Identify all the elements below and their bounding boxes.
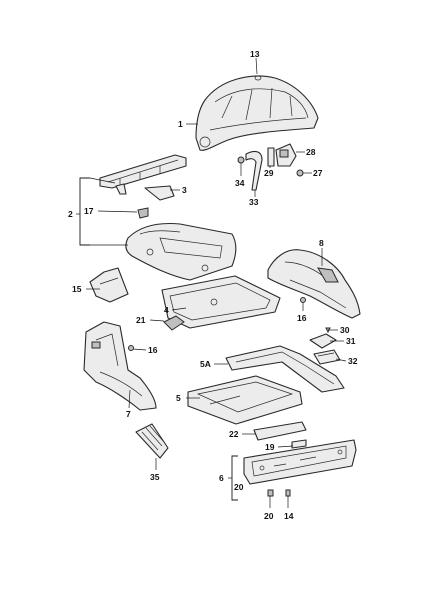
callout-33: 33 — [249, 197, 259, 207]
callout-16-right: 16 — [297, 313, 307, 323]
cover-31 — [309, 333, 337, 349]
callout-17: 17 — [84, 206, 94, 216]
callout-22: 22 — [229, 429, 239, 439]
callout-8: 8 — [319, 238, 324, 248]
clip-20-bottom — [267, 489, 274, 497]
clip-17 — [137, 207, 149, 219]
callout-13: 13 — [250, 49, 260, 59]
support-rail — [225, 345, 345, 393]
floor-panel — [187, 375, 303, 425]
pad-21 — [163, 315, 185, 331]
callout-31: 31 — [346, 336, 356, 346]
callout-2: 2 — [68, 209, 73, 219]
callout-21: 21 — [136, 315, 146, 325]
callout-3: 3 — [182, 185, 187, 195]
callout-20-bottom: 20 — [264, 511, 274, 521]
clip-19 — [291, 439, 307, 449]
callout-7: 7 — [126, 409, 131, 419]
callout-labels: 13 1 28 29 27 34 33 3 2 17 8 15 4 16 21 … — [68, 49, 358, 521]
strap-33 — [245, 150, 263, 191]
latch-bracket — [275, 143, 297, 167]
callout-15: 15 — [72, 284, 82, 294]
bracket-group-2 — [79, 177, 90, 246]
clip-27 — [296, 169, 304, 177]
callout-35: 35 — [150, 472, 160, 482]
clip-34 — [237, 156, 245, 164]
bracket-group-6 — [231, 455, 238, 501]
callout-5: 5 — [176, 393, 181, 403]
cover-3 — [144, 185, 175, 201]
rear-trim-panel — [243, 439, 357, 485]
clip-14 — [285, 489, 291, 497]
callout-29: 29 — [264, 168, 274, 178]
callout-34: 34 — [235, 178, 245, 188]
clip-29 — [267, 147, 275, 167]
clip-16-right — [300, 297, 306, 303]
rear-shelf-panel — [125, 222, 237, 281]
trunk-lid-liner — [195, 75, 319, 151]
cover-15 — [89, 267, 129, 303]
callout-30: 30 — [340, 325, 350, 335]
right-side-trim — [267, 249, 361, 319]
callout-32: 32 — [348, 356, 358, 366]
leader-lines — [86, 57, 347, 508]
callout-27: 27 — [313, 168, 323, 178]
left-side-trim — [83, 321, 157, 411]
callout-16-left: 16 — [148, 345, 158, 355]
callout-14: 14 — [284, 511, 294, 521]
cover-35 — [135, 423, 169, 459]
callout-5A: 5A — [200, 359, 211, 369]
cover-32 — [313, 349, 341, 365]
clip-16-left — [128, 345, 134, 351]
sill-22 — [253, 421, 307, 441]
callout-6: 6 — [219, 473, 224, 483]
callout-19: 19 — [265, 442, 275, 452]
callout-28: 28 — [306, 147, 316, 157]
callout-4: 4 — [164, 305, 169, 315]
trunk-floor-mat — [161, 275, 281, 329]
rear-shelf-trim-bar — [99, 154, 187, 195]
callout-20-panel: 20 — [234, 482, 244, 492]
callout-1: 1 — [178, 119, 183, 129]
